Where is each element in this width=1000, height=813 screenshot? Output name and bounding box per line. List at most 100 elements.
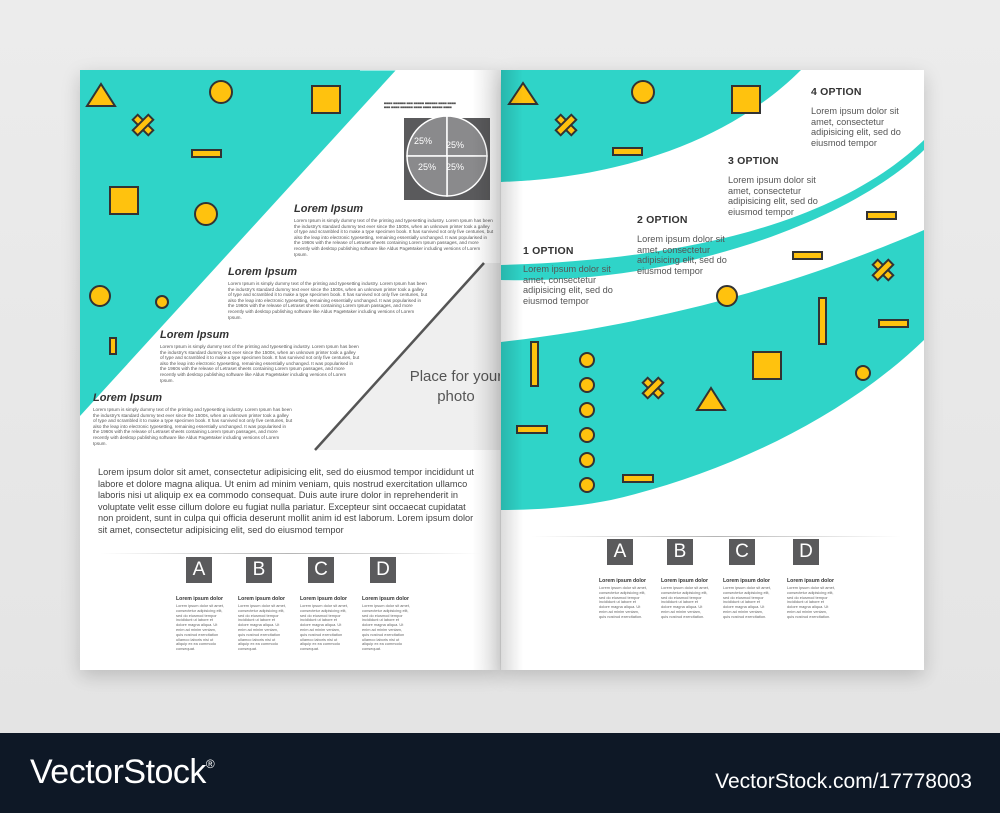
column-letter-c: C xyxy=(729,539,755,565)
option-title-3: 3 OPTION xyxy=(728,155,779,167)
divider xyxy=(100,553,480,554)
vectorstock-logo[interactable]: VectorStock® xyxy=(30,753,215,792)
cross-shape xyxy=(554,113,578,137)
photo-frame-line xyxy=(314,262,485,451)
right-page: 1 OPTION Lorem ipsum dolor sit amet, con… xyxy=(501,70,924,670)
circle-shape xyxy=(89,285,111,307)
brochure-spread: ▀▀▀▀ ▀▀▀▀▀▀ ▀▀▀ ▀▀▀▀▀ ▀▀▀▀▀▀ ▀▀▀▀ ▀▀▀▀▀▀… xyxy=(0,0,1000,733)
logo-text: VectorStock xyxy=(30,753,206,791)
column-title: Lorem ipsum dolor xyxy=(238,596,285,602)
bar-shape xyxy=(612,147,643,156)
left-page: ▀▀▀▀ ▀▀▀▀▀▀ ▀▀▀ ▀▀▀▀▀ ▀▀▀▀▀▀ ▀▀▀▀ ▀▀▀▀▀▀… xyxy=(80,70,500,670)
triangle-shape xyxy=(695,386,727,411)
bar-shape xyxy=(866,211,897,220)
column-title: Lorem ipsum dolor xyxy=(176,596,223,602)
pie-label-4: 25% xyxy=(418,162,437,172)
page-gutter-shadow xyxy=(501,70,523,670)
photo-placeholder-panel xyxy=(315,263,500,450)
memphis-shapes xyxy=(507,80,909,493)
cross-shape xyxy=(871,258,895,282)
pie-label-1: 25% xyxy=(414,136,433,146)
divider xyxy=(531,536,901,537)
option-text-3: Lorem ipsum dolor sit amet, consectetur … xyxy=(728,175,818,218)
photo-placeholder-text: Place for your photo xyxy=(409,368,500,405)
column-text: Lorem ipsum dolor sit amet, consectetur … xyxy=(300,603,349,652)
section-title: Lorem Ipsum xyxy=(228,266,298,278)
section-title: Lorem Ipsum xyxy=(294,203,364,215)
option-title-4: 4 OPTION xyxy=(811,86,862,98)
section-text: Lorem Ipsum is simply dummy text of the … xyxy=(160,344,360,383)
column-letter-d: D xyxy=(370,557,396,583)
column-letter-b: B xyxy=(246,557,272,583)
bar-shape xyxy=(878,319,909,328)
column-letter-b: B xyxy=(667,539,693,565)
bar-shape xyxy=(191,149,222,158)
bar-shape xyxy=(516,425,548,434)
bar-shape xyxy=(792,251,823,260)
column-title: Lorem ipsum dolor xyxy=(787,578,834,584)
bar-shape xyxy=(622,474,654,483)
column-title: Lorem ipsum dolor xyxy=(599,578,646,584)
circle-shape xyxy=(579,377,595,393)
option-title-2: 2 OPTION xyxy=(637,214,688,226)
circle-shape xyxy=(579,477,595,493)
section-text: Lorem Ipsum is simply dummy text of the … xyxy=(228,281,428,320)
bar-shape xyxy=(109,337,117,355)
circle-shape xyxy=(155,295,169,309)
option-text-4: Lorem ipsum dolor sit amet, consectetur … xyxy=(811,106,901,149)
registered-mark: ® xyxy=(205,757,215,771)
section-title: Lorem Ipsum xyxy=(160,329,230,341)
pie-chart xyxy=(404,115,490,200)
pie-slice-4 xyxy=(406,155,448,197)
cross-shape xyxy=(131,113,155,137)
column-title: Lorem ipsum dolor xyxy=(362,596,409,602)
stock-id-link[interactable]: VectorStock.com/17778003 xyxy=(715,770,972,793)
column-title: Lorem ipsum dolor xyxy=(661,578,708,584)
column-text: Lorem ipsum dolor sit amet, consectetur … xyxy=(176,603,225,652)
column-text: Lorem ipsum dolor sit amet, consectetur … xyxy=(362,603,411,652)
column-text: Lorem ipsum dolor sit amet, consectetur … xyxy=(661,585,710,619)
circle-shape xyxy=(579,452,595,468)
pie-label-2: 25% xyxy=(446,140,465,150)
square-shape xyxy=(731,85,761,114)
circle-shape xyxy=(579,427,595,443)
option-text-1: Lorem ipsum dolor sit amet, consectetur … xyxy=(523,264,613,307)
column-text: Lorem ipsum dolor sit amet, consectetur … xyxy=(238,603,287,652)
section-text: Lorem Ipsum is simply dummy text of the … xyxy=(93,407,293,446)
circle-shape xyxy=(579,402,595,418)
teal-wave-top xyxy=(501,70,801,182)
triangle-shape xyxy=(507,81,539,105)
left-page-artwork xyxy=(80,70,500,451)
square-shape xyxy=(109,186,139,215)
watermark-footer: VectorStock® VectorStock.com/17778003 xyxy=(0,733,1000,813)
column-letter-a: A xyxy=(607,539,633,565)
triangle-shape xyxy=(85,82,117,107)
bar-shape xyxy=(818,297,827,345)
circle-shape xyxy=(209,80,233,104)
section-text: Lorem Ipsum is simply dummy text of the … xyxy=(294,218,494,257)
column-title: Lorem ipsum dolor xyxy=(723,578,770,584)
column-text: Lorem ipsum dolor sit amet, consectetur … xyxy=(723,585,772,619)
teal-diagonal-band xyxy=(80,70,396,416)
circle-shape xyxy=(631,80,655,104)
column-text: Lorem ipsum dolor sit amet, consectetur … xyxy=(599,585,648,619)
section-title: Lorem Ipsum xyxy=(93,392,163,404)
option-text-2: Lorem ipsum dolor sit amet, consectetur … xyxy=(637,234,727,277)
circle-shape xyxy=(194,202,218,226)
column-letter-d: D xyxy=(793,539,819,565)
column-title: Lorem ipsum dolor xyxy=(300,596,347,602)
memphis-shapes xyxy=(85,80,341,355)
square-shape xyxy=(311,85,341,114)
circle-shape xyxy=(579,352,595,368)
option-title-1: 1 OPTION xyxy=(523,245,574,257)
column-letter-c: C xyxy=(308,557,334,583)
page-gutter-shadow xyxy=(472,70,500,670)
circle-shape xyxy=(855,365,871,381)
column-letter-a: A xyxy=(186,557,212,583)
bar-shape xyxy=(530,341,539,387)
pie-label-3: 25% xyxy=(446,162,465,172)
teal-wave-thin xyxy=(501,140,924,281)
column-text: Lorem ipsum dolor sit amet, consectetur … xyxy=(787,585,836,619)
circle-shape xyxy=(716,285,738,307)
body-paragraph: Lorem ipsum dolor sit amet, consectetur … xyxy=(98,467,474,535)
